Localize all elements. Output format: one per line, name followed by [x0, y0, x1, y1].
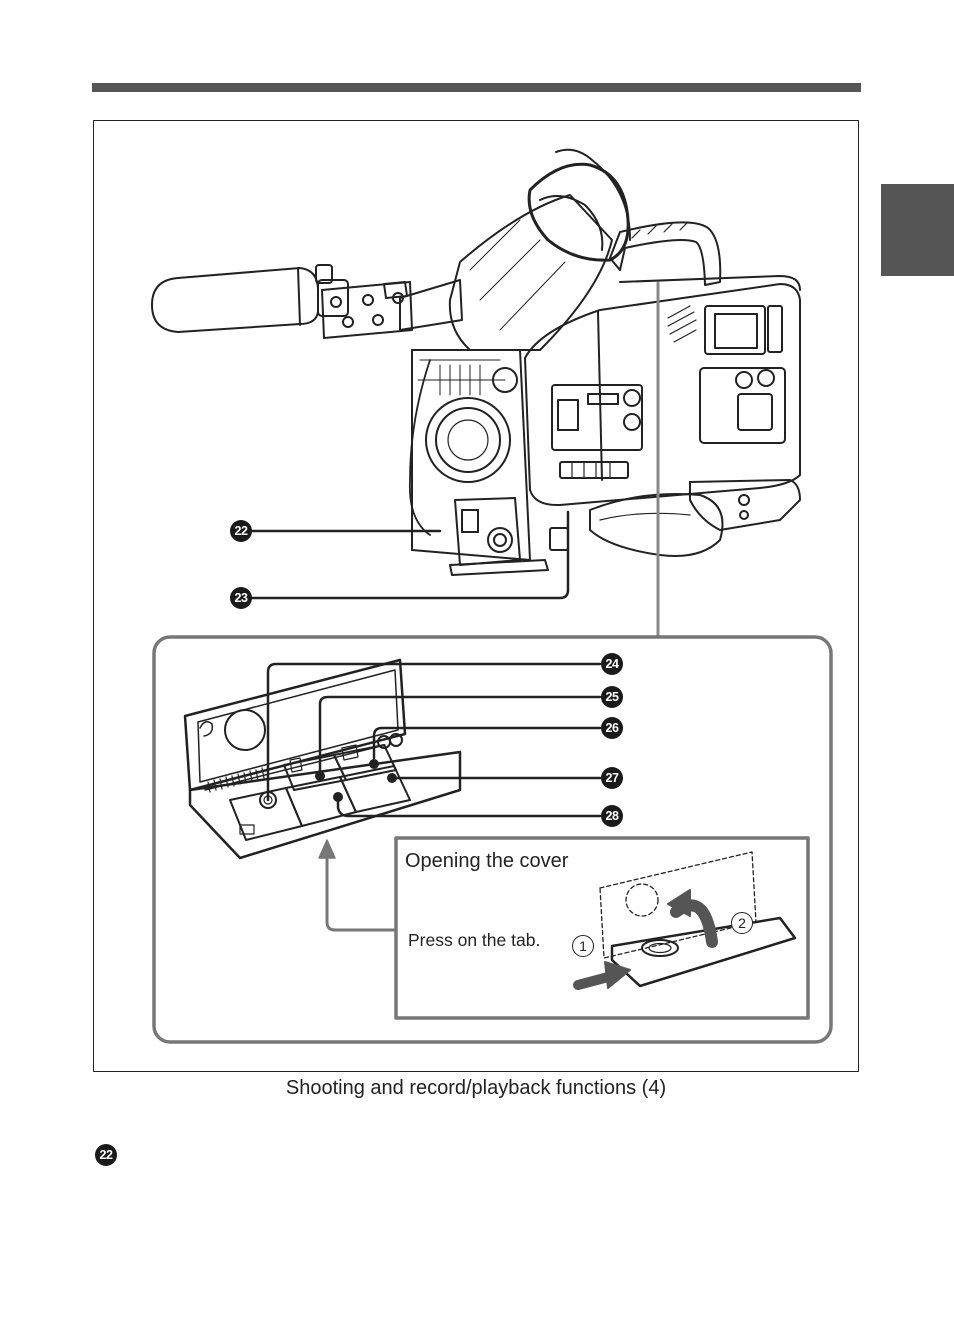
- callout-25: 25: [601, 686, 623, 708]
- callout-24: 24: [601, 653, 623, 675]
- cover-open-drawing: [573, 851, 797, 990]
- camera-body-drawing: [524, 275, 801, 557]
- inset-instruction: Press on the tab.: [408, 930, 541, 950]
- header-rule: [92, 83, 861, 92]
- viewfinder-drawing: [399, 148, 631, 351]
- callout-27: 27: [601, 767, 623, 789]
- body-item-marker-22: 22: [95, 1144, 117, 1166]
- lens-drawing: [408, 349, 569, 576]
- step-2-marker: 2: [731, 912, 753, 934]
- figure-caption: Shooting and record/playback functions (…: [285, 1077, 667, 1099]
- callout-line-25: [318, 695, 602, 778]
- callout-line-28: [336, 795, 602, 818]
- chapter-tab: [881, 184, 954, 276]
- inset-title: Opening the cover: [405, 850, 569, 872]
- callout-line-26: [372, 726, 602, 760]
- inset-arrow-head: [318, 839, 336, 859]
- opening-cover-box: [394, 836, 810, 1020]
- callout-line-24: [266, 662, 602, 802]
- control-panel-detail-drawing: [183, 658, 462, 860]
- step-1-marker: 1: [572, 935, 594, 957]
- figure-frame: [93, 120, 859, 1072]
- mic-holder-drawing: [315, 264, 413, 339]
- detail-inset-frame: [152, 635, 833, 1044]
- carry-handle-drawing: [609, 221, 722, 286]
- microphone-drawing: [151, 267, 349, 333]
- inset-arrow-line: [325, 850, 397, 932]
- callout-line-23: [250, 510, 570, 600]
- callout-26: 26: [601, 717, 623, 739]
- callout-28: 28: [601, 805, 623, 827]
- callout-22: 22: [230, 520, 252, 542]
- callout-23: 23: [230, 587, 252, 609]
